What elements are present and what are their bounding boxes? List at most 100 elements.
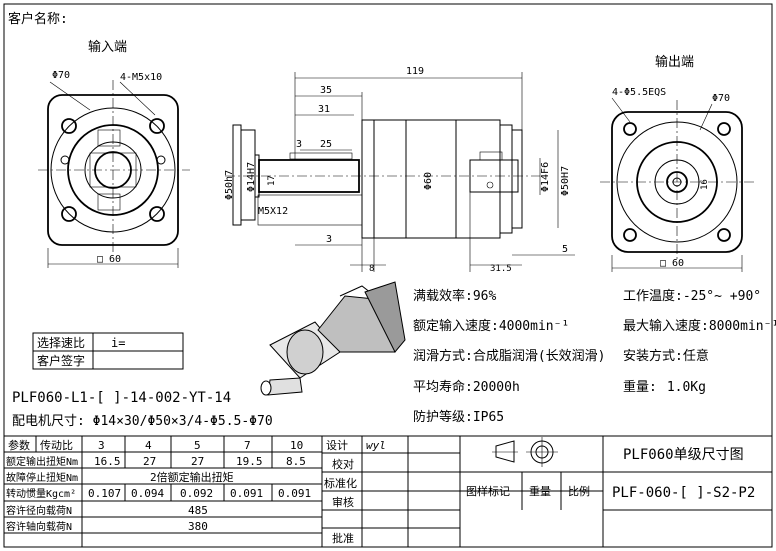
dim-3-top-label: 3 <box>296 139 302 150</box>
param-row-label: 故障停止扭矩Nm <box>6 471 78 484</box>
dim-dia14f6: Φ14F6 <box>540 162 551 192</box>
input-small-hole <box>156 155 166 165</box>
ratio-value: i= <box>111 336 125 350</box>
iso-shaft <box>267 377 303 396</box>
dim-31-5-label: 31.5 <box>490 264 512 274</box>
input-bolt-leader <box>119 81 156 116</box>
customer-name-label: 客户名称: <box>8 11 68 27</box>
title-block: 设计 wyl 校对 标准化 审核 批准 图样标记 重量 比例 PLF060单级尺… <box>321 435 773 548</box>
iso-input-bore <box>286 329 324 375</box>
output-end-view: 输出端 16 4-Φ5.5EQS Φ70 □ 60 <box>600 54 755 272</box>
dim-17: 17 <box>267 175 277 186</box>
dim-m5x12-label: M5X12 <box>258 206 288 217</box>
spec-rated-speed: 额定输入速度:4000min⁻¹ <box>413 318 569 334</box>
param-cell-merged: 380 <box>188 520 208 533</box>
drawing-title: PLF060单级尺寸图 <box>623 447 744 463</box>
output-dia-label: Φ70 <box>712 93 730 104</box>
spec-max-speed: 最大输入速度:8000min⁻¹ <box>623 318 776 334</box>
specs-left: 满载效率:96% 额定输入速度:4000min⁻¹ 润滑方式:合成脂润滑(长效润… <box>413 288 605 425</box>
input-dia-leader <box>49 81 91 111</box>
param-row-label: 额定输出扭矩Nm <box>6 455 78 468</box>
specs-right: 工作温度:-25°~ +90° 最大输入速度:8000min⁻¹ 安装方式:任意… <box>623 288 776 395</box>
spec-temperature: 工作温度:-25°~ +90° <box>623 288 761 304</box>
check-label: 校对 <box>332 457 354 471</box>
side-output-pilot <box>511 129 523 229</box>
param-ratio: 7 <box>244 439 251 452</box>
spec-protection: 防护等级:IP65 <box>413 409 504 425</box>
input-end-title: 输入端 <box>88 39 127 55</box>
designer-name: wyl <box>366 439 386 452</box>
input-clamp-screw-bottom <box>97 193 121 211</box>
side-body-section <box>455 119 501 239</box>
dim-dia60: Φ60 <box>423 172 434 190</box>
projection-symbol-icon <box>492 437 558 467</box>
side-output-flange <box>499 124 513 234</box>
dim-25-label: 25 <box>320 139 332 150</box>
input-bolt-hole <box>61 206 77 222</box>
side-body-flange-left <box>361 119 375 239</box>
output-end-title: 输出端 <box>655 54 694 70</box>
input-clamp-screw-top <box>97 129 121 147</box>
scale-label: 比例 <box>568 484 590 498</box>
param-cell: 0.091 <box>230 487 263 500</box>
sign-label: 客户签字 <box>37 353 85 368</box>
param-cell: 27 <box>191 455 204 468</box>
param-cell: 0.094 <box>131 487 164 500</box>
param-cell: 8.5 <box>286 455 306 468</box>
output-bolt-hole <box>623 122 637 136</box>
output-bolt-hole <box>717 122 731 136</box>
output-d16: 16 <box>700 179 710 190</box>
ratio-label: 选择速比 <box>37 336 85 350</box>
weight-label: 重量 <box>529 484 551 498</box>
side-output-key <box>479 151 503 161</box>
input-square-label: □ 60 <box>97 254 121 265</box>
dim-31-label: 31 <box>318 104 330 115</box>
gearbox-iso-sketch <box>260 281 406 396</box>
iso-shaft-end <box>260 380 272 396</box>
dim-35-label: 35 <box>320 85 332 96</box>
dim-5-label: 5 <box>562 244 568 255</box>
input-bolt-label: 4-M5x10 <box>120 72 162 83</box>
spec-lubrication: 润滑方式:合成脂润滑(长效润滑) <box>413 348 605 364</box>
spec-weight: 重量:1.0Kg <box>623 379 706 395</box>
param-cell: 19.5 <box>236 455 263 468</box>
side-view: 119 35 31 25 3 Φ50h7 Φ14H7 17 Φ60 Φ14F6 … <box>224 66 575 274</box>
param-cell: 16.5 <box>94 455 121 468</box>
model-code: PLF060-L1-[ ]-14-002-YT-14 <box>12 390 231 406</box>
dim-dia50h7-left: Φ50h7 <box>224 170 235 200</box>
spec-efficiency: 满载效率:96% <box>413 288 496 304</box>
dim-dia50h7-right: Φ50H7 <box>560 166 571 196</box>
dim-dia14h7: Φ14H7 <box>246 162 257 192</box>
output-bolt-label: 4-Φ5.5EQS <box>612 87 666 98</box>
output-dia-leader <box>699 103 713 131</box>
spec-mounting: 安装方式:任意 <box>623 348 709 364</box>
input-bolt-hole <box>149 118 165 134</box>
output-bolt-hole <box>717 228 731 242</box>
dim-3-bottom-label: 3 <box>326 234 332 245</box>
design-label: 设计 <box>326 439 348 452</box>
param-row-label: 转动惯量Kgcm² <box>6 487 76 500</box>
param-corner-ratio: 传动比 <box>40 439 73 452</box>
input-bolt-hole <box>61 118 77 134</box>
output-bolt-leader <box>611 97 631 123</box>
param-table: 参数 传动比 3 4 5 7 10 额定输出扭矩Nm 16.5 27 27 19… <box>3 435 323 548</box>
param-ratio: 5 <box>194 439 201 452</box>
output-bolt-hole <box>623 228 637 242</box>
output-square-label: □ 60 <box>660 258 684 269</box>
selection-table: 选择速比 i= 客户签字 <box>32 332 184 370</box>
side-body-section <box>373 119 407 239</box>
approve-label: 批准 <box>332 531 354 545</box>
spec-life: 平均寿命:20000h <box>413 379 520 395</box>
param-cell-merged: 2倍额定输出扭矩 <box>150 470 234 484</box>
param-row-label: 容许轴向载荷N <box>6 520 72 533</box>
input-small-hole <box>60 155 70 165</box>
param-cell-merged: 485 <box>188 504 208 517</box>
review-label: 审核 <box>332 495 354 509</box>
dim-total-length-label: 119 <box>406 66 424 77</box>
param-cell: 0.092 <box>180 487 213 500</box>
param-ratio: 4 <box>145 439 152 452</box>
param-row-label: 容许径向载荷N <box>6 504 72 517</box>
motor-size: 配电机尺寸: Φ14×30/Φ50×3/4-Φ5.5-Φ70 <box>12 414 273 429</box>
param-ratio: 3 <box>98 439 105 452</box>
